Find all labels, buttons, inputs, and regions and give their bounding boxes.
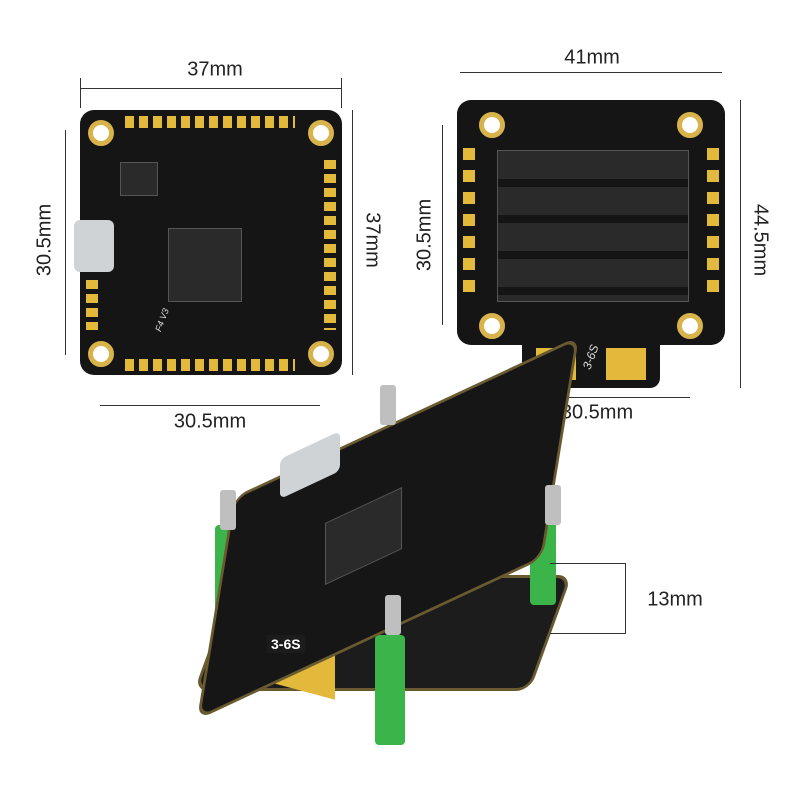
- esc-mount-bottom-line: [495, 397, 690, 398]
- esc-mount-left-label: 30.5mm: [413, 198, 436, 272]
- pad-row-top: [125, 116, 295, 128]
- stack-voltage-label: 3-6S: [267, 635, 305, 653]
- mount-hole: [88, 341, 114, 367]
- board-silk-label: F4 V3: [153, 307, 171, 333]
- mount-hole: [479, 313, 505, 339]
- stack-height-line-bottom: [550, 633, 625, 634]
- mount-hole: [479, 112, 505, 138]
- esc-voltage-label: 3-6S: [579, 342, 602, 372]
- mount-hole: [308, 120, 334, 146]
- esc-height-label: 44.5mm: [749, 203, 772, 277]
- usb-c-port: [74, 220, 114, 272]
- mount-hole: [677, 112, 703, 138]
- fc-mount-bottom-label: 30.5mm: [173, 410, 247, 433]
- mount-hole: [88, 120, 114, 146]
- esc-mount-bottom-label: 30.5mm: [560, 401, 634, 424]
- mosfet-array: [497, 150, 689, 302]
- screw: [545, 485, 561, 525]
- fc-width-line: [80, 88, 342, 89]
- fc-mount-left-label: 30.5mm: [33, 203, 56, 277]
- gyro-chip: [120, 162, 158, 196]
- esc-width-label: 41mm: [564, 46, 620, 69]
- fc-height-label: 37mm: [361, 212, 384, 268]
- motor-pads-left: [463, 148, 475, 298]
- pad-row-bottom: [125, 359, 295, 371]
- stack-height-line: [625, 563, 626, 634]
- fc-mount-left-line: [65, 130, 66, 355]
- mount-hole: [677, 313, 703, 339]
- stack-height-line-top: [550, 563, 625, 564]
- standoff: [375, 635, 405, 745]
- screw: [220, 490, 236, 530]
- esc-mount-left-line: [442, 125, 443, 325]
- fc-width-tick: [341, 78, 342, 108]
- screw: [380, 385, 396, 425]
- fc-height-line: [352, 110, 353, 375]
- esc-height-line: [740, 100, 741, 388]
- screw: [385, 595, 401, 635]
- pad-column-left: [86, 280, 98, 330]
- esc-width-line: [460, 72, 722, 73]
- mount-hole: [308, 341, 334, 367]
- fc-mount-bottom-line: [100, 405, 320, 406]
- battery-pad-positive: [606, 348, 646, 380]
- stack-assembly: 3-6S: [193, 335, 580, 750]
- mcu-chip: [168, 228, 242, 302]
- flight-controller-board: F4 V3: [74, 110, 342, 375]
- pad-column-right: [324, 160, 336, 330]
- fc-width-label: 37mm: [187, 58, 243, 81]
- esc-board: [457, 100, 725, 345]
- stack-height-label: 13mm: [647, 588, 703, 611]
- fc-width-tick: [80, 78, 81, 108]
- motor-pads-right: [707, 148, 719, 298]
